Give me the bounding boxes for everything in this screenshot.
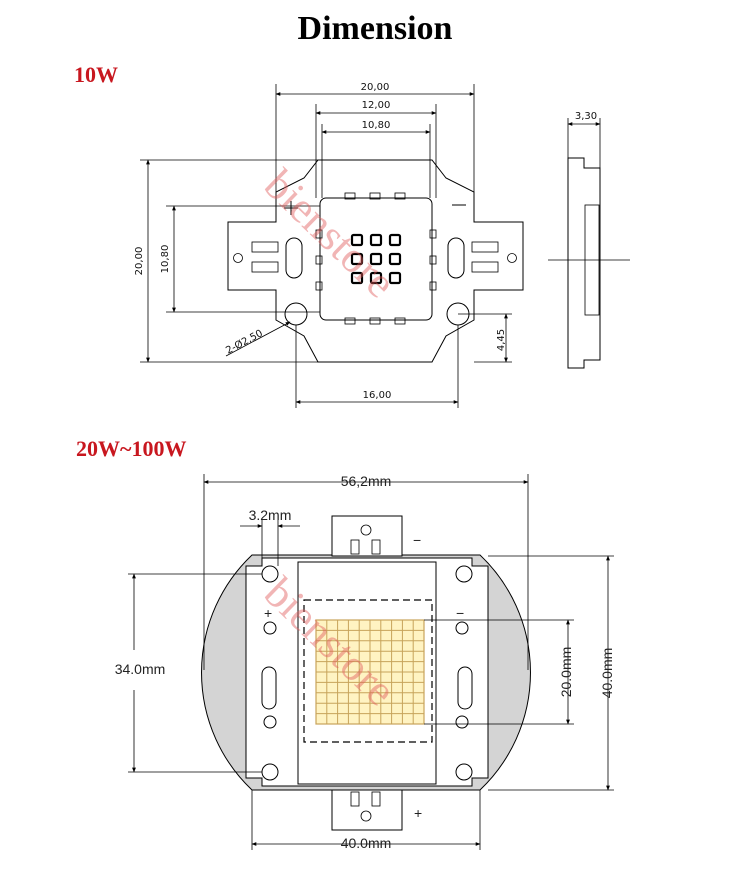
inner-hole-20w <box>455 715 469 729</box>
lead-right <box>471 261 499 273</box>
inner-hole-20w <box>455 621 469 635</box>
mount-slot-right-20w <box>457 666 473 710</box>
minus-mark-die: − <box>456 605 464 621</box>
die-area-10w <box>319 197 433 321</box>
plus-mark-bottom: + <box>414 805 422 821</box>
pad-10w <box>429 281 437 291</box>
dim-label-hole-dia-20w: 3.2mm <box>249 507 292 523</box>
led-chip-array-10w <box>350 233 402 285</box>
dim-label-height-outer-10w: 20,00 <box>134 247 145 276</box>
mount-slot-right <box>447 237 465 279</box>
minus-mark-top: − <box>413 532 421 548</box>
mount-hole-10w <box>284 302 308 326</box>
lead-left <box>251 241 279 253</box>
led-array-grid <box>316 620 424 724</box>
mount-slot-left-20w <box>261 666 277 710</box>
top-view-20w-100w: − − + + 56,2mm 3.2mm 34.0mm 20.0mm <box>115 473 615 851</box>
dim-label-width-inner-10w: 10,80 <box>362 120 391 131</box>
tab-hole-right <box>507 253 517 263</box>
section-label-10w: 10W <box>74 62 118 87</box>
terminal-tab-top <box>331 515 403 557</box>
lead-left <box>251 261 279 273</box>
lead-right <box>471 241 499 253</box>
dim-label-height-holes-20w: 34.0mm <box>115 661 166 677</box>
section-label-20w-100w: 20W~100W <box>76 436 187 461</box>
dim-label-height-body-20w: 40.0mm <box>599 648 615 699</box>
terminal-hole-top <box>360 524 372 536</box>
plus-mark-die: + <box>264 605 272 621</box>
dim-label-led-size-20w: 20.0mm <box>558 647 574 698</box>
mount-hole-20w <box>455 565 473 583</box>
page-title: Dimension <box>297 10 453 47</box>
pad-10w <box>394 317 406 325</box>
pad-10w <box>429 229 437 239</box>
pad-10w <box>429 255 437 265</box>
pad-10w <box>315 255 323 265</box>
dim-label-height-inner-10w: 10,80 <box>160 245 171 274</box>
terminal-hole-bottom <box>360 810 372 822</box>
pad-10w <box>315 229 323 239</box>
mount-hole-20w <box>261 565 279 583</box>
pad-10w <box>369 192 381 200</box>
pad-10w <box>344 192 356 200</box>
watermark-text: bienstore <box>255 160 405 307</box>
terminal-tab-bottom <box>331 789 403 831</box>
inner-hole-20w <box>263 621 277 635</box>
tab-hole-left <box>233 253 243 263</box>
dim-label-bottom-width-10w: 16,00 <box>363 390 392 401</box>
dim-label-width-outer-10w: 20,00 <box>361 82 390 93</box>
chip-body-outline-10w <box>227 159 524 363</box>
dim-label-width-mid-10w: 12,00 <box>362 100 391 111</box>
pad-10w <box>369 317 381 325</box>
mount-slot-left <box>285 237 303 279</box>
dim-label-width-overall-20w: 56,2mm <box>341 473 392 489</box>
side-view-10w: 3,30 <box>548 111 630 369</box>
side-profile-10w <box>567 157 601 369</box>
mount-hole-20w <box>261 763 279 781</box>
mount-hole-20w <box>455 763 473 781</box>
dim-label-hole-offset-10w: 4,45 <box>496 329 507 351</box>
pad-10w <box>315 281 323 291</box>
inner-hole-20w <box>263 715 277 729</box>
dim-label-width-body-20w: 40.0mm <box>341 835 392 851</box>
dim-label-thickness-10w: 3,30 <box>575 111 597 122</box>
pad-10w <box>394 192 406 200</box>
pad-10w <box>344 317 356 325</box>
dim-label-hole-10w: 2-Ø2,50 <box>224 327 265 356</box>
